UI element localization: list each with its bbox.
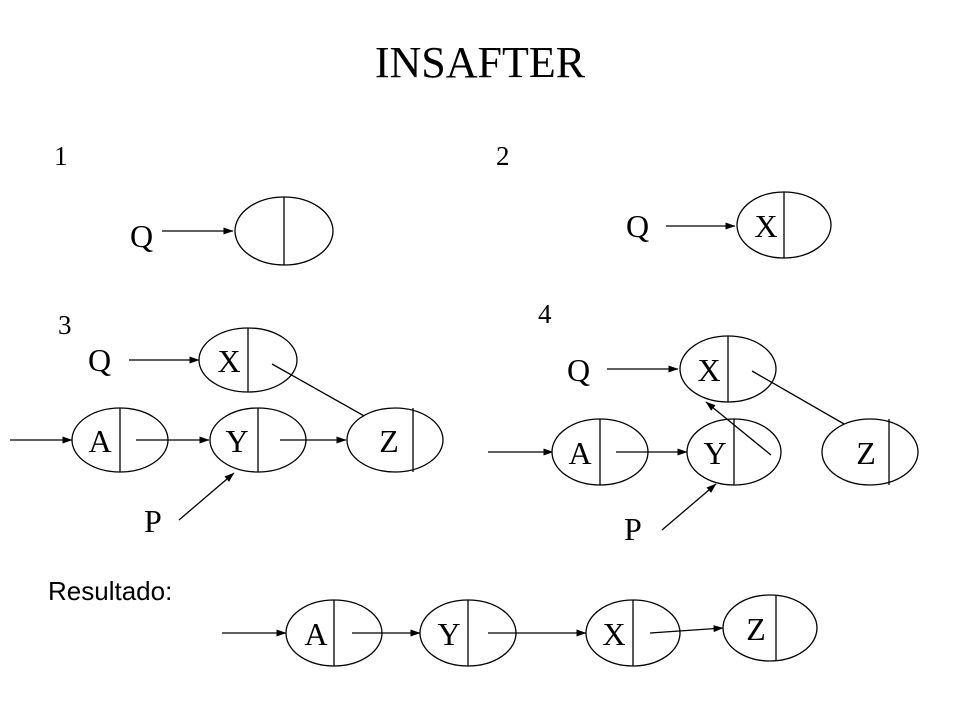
step-3: 3 Q X A Y Z P [10, 310, 444, 539]
step-2-number: 2 [496, 141, 510, 171]
step-4-arrow-x-to-z [751, 370, 859, 433]
step-1-pointer-q: Q [130, 218, 153, 254]
step-1: 1 Q [54, 141, 334, 266]
result-node-z: Z [722, 594, 818, 662]
step-2-node-x: X [736, 191, 832, 259]
diagram-title: INSAFTER [375, 38, 586, 87]
result-node-x-label: X [602, 616, 625, 652]
step-3-number: 3 [58, 310, 72, 340]
step-4-node-z: Z [821, 418, 919, 486]
step-3-node-x: X [198, 327, 298, 393]
step-3-pointer-q: Q [88, 342, 111, 378]
step-4-node-x-label: X [697, 352, 720, 388]
step-4-node-y-label: Y [703, 435, 726, 471]
step-3-arrow-p [178, 472, 235, 521]
result-node-y: Y [419, 599, 517, 667]
step-1-empty-node [234, 196, 334, 266]
step-4-node-y: Y [686, 418, 782, 486]
step-4-arrow-p [661, 483, 717, 531]
step-4-arrow-y-to-x [705, 401, 772, 456]
step-1-number: 1 [54, 141, 68, 171]
step-3-node-y-label: Y [225, 423, 248, 459]
step-3-node-y: Y [209, 407, 307, 473]
step-4: 4 Q X A Y Z P [488, 299, 919, 547]
result-node-z-label: Z [746, 611, 766, 647]
step-3-node-a-label: A [88, 423, 111, 459]
result-arrow-x-to-z [649, 625, 724, 634]
step-4-node-x: X [679, 335, 777, 403]
result-node-a-label: A [304, 616, 327, 652]
step-4-node-z-label: Z [856, 435, 876, 471]
step-3-pointer-p: P [144, 503, 162, 539]
step-3-node-a: A [71, 407, 169, 473]
step-2-pointer-q: Q [626, 208, 649, 244]
step-2: 2 Q X [496, 141, 832, 259]
step-3-node-z: Z [346, 407, 444, 473]
step-4-number: 4 [538, 299, 552, 329]
result-node-x: X [585, 599, 681, 667]
step-4-node-a-label: A [568, 435, 591, 471]
step-3-node-z-label: Z [379, 423, 399, 459]
step-4-node-a: A [551, 418, 649, 486]
step-3-node-x-label: X [217, 343, 240, 379]
result-caption: Resultado: [48, 576, 172, 606]
step-4-pointer-q: Q [567, 352, 590, 388]
step-4-pointer-p: P [624, 511, 642, 547]
result: Resultado: A Y X Z [48, 576, 818, 667]
result-node-y-label: Y [437, 616, 460, 652]
step-2-node-x-label: X [754, 208, 777, 244]
result-node-a: A [285, 599, 383, 667]
